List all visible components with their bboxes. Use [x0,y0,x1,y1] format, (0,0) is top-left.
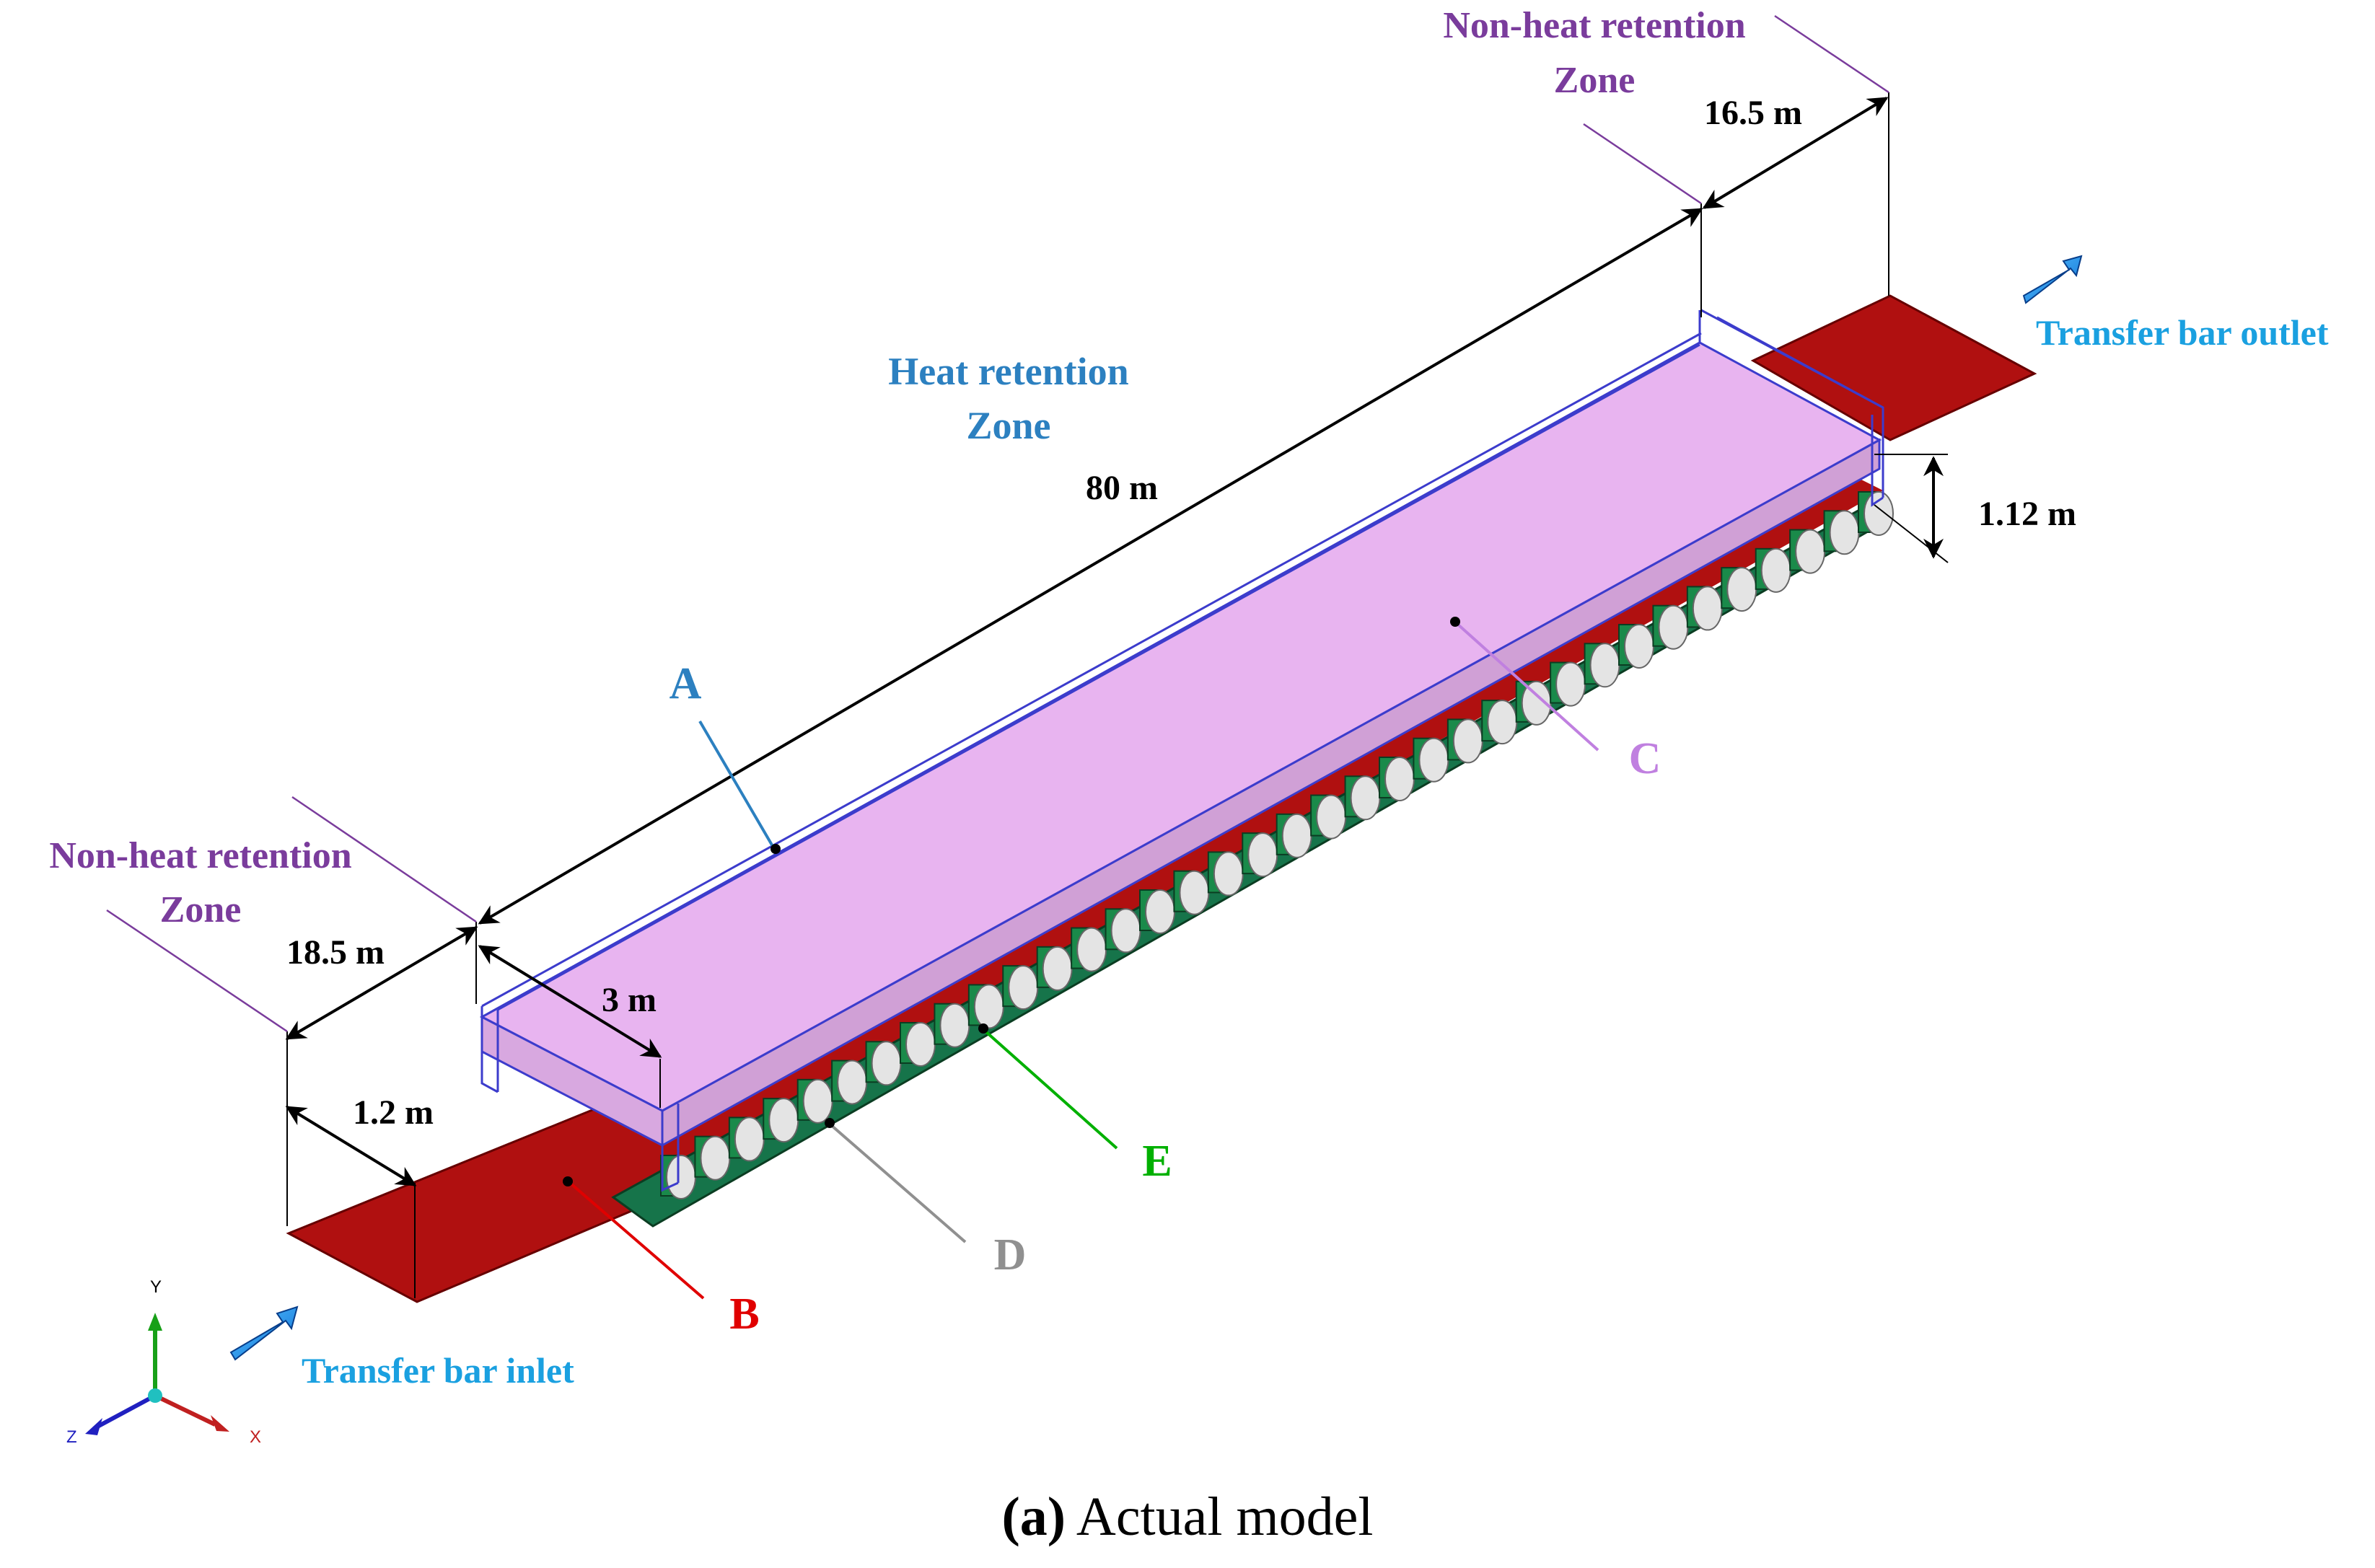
non-heat-zone-left-line1: Non-heat retention [49,835,351,876]
heat-zone-line1: Heat retention [888,350,1128,393]
roller [837,1060,868,1105]
roller [1008,965,1039,1010]
caption-tag: (a) [1002,1486,1066,1547]
transfer-bar-outlet-plate [1750,294,2037,441]
roller [802,1078,833,1124]
dim-line-16-5m [1702,97,1889,209]
dim-line-1-2m [285,1106,417,1186]
roller [1555,661,1586,707]
dimension-lines [285,97,1944,1186]
roller [1350,775,1381,821]
non-heat-zone-left-line2: Zone [160,889,242,930]
caption-text: Actual model [1066,1486,1373,1547]
axis-y-label: Y [150,1277,162,1297]
roller [1658,604,1689,650]
axis-triad: Y X Z [66,1277,261,1447]
roller [734,1116,765,1162]
cover-top-face [479,341,1882,1112]
roller [1692,586,1723,631]
roller [1145,889,1175,934]
roller [666,1155,696,1199]
roller [939,1003,970,1048]
leader-b [568,1181,705,1300]
flow-arrows [229,255,2083,1361]
leader-c [1456,622,1599,752]
roller [1452,718,1483,764]
roller [973,984,1004,1029]
cover-c [479,341,1882,1148]
figure-caption: (a) Actual model [1002,1486,1374,1547]
roller [1418,737,1449,783]
dimension-labels: 80 m 16.5 m 18.5 m 3 m 1.2 m 1.12 m [286,94,2076,1132]
part-label-b: B [729,1290,759,1339]
roller [1726,567,1757,612]
roller [768,1098,799,1143]
outlet-label: Transfer bar outlet [2036,312,2329,353]
heat-zone-line2: Zone [966,404,1050,447]
extension-lines [286,92,1949,1298]
roller [1589,643,1620,688]
roller [1281,813,1312,858]
non-heat-zone-top-line1: Non-heat retention [1443,5,1745,46]
leader-d [830,1124,967,1243]
dim-label-3m: 3 m [602,981,657,1019]
non-heat-zone-top-line2: Zone [1554,60,1636,101]
roller [1487,700,1518,745]
dim-label-16-5m: 16.5 m [1704,94,1802,132]
roller [1316,794,1347,840]
axis-x-label: X [250,1427,261,1447]
roller [1247,832,1278,878]
part-label-e: E [1142,1137,1172,1186]
part-label-c: C [1629,734,1661,783]
roller [1384,757,1415,801]
dim-line-18-5m [285,926,478,1040]
roller [1624,624,1654,669]
inlet-flow-arrow [229,1305,299,1361]
leader-a [698,720,775,849]
roller [1829,510,1860,555]
inlet-label: Transfer bar inlet [302,1350,574,1391]
axis-z-label: Z [66,1427,77,1447]
roller [905,1022,936,1067]
dim-line-80m [478,208,1703,925]
roller [1795,529,1826,574]
part-leader-lines [563,617,1599,1300]
roller [1110,908,1141,953]
roller [1213,851,1244,897]
roller [1179,870,1210,915]
dim-label-1-2m: 1.2 m [353,1093,434,1132]
dim-label-1-12m: 1.12 m [1978,495,2076,533]
roller [871,1041,902,1086]
part-labels: A B C D E [670,659,1661,1339]
transfer-bar-middle-strip [653,476,1883,1161]
dim-label-18-5m: 18.5 m [286,933,385,972]
zone-leader-lines [106,14,1889,1033]
roller [1863,491,1894,536]
leader-e [984,1030,1118,1150]
zone-labels: Non-heat retention Zone Non-heat retenti… [49,5,2329,1391]
part-label-d: D [994,1230,1027,1279]
roller [700,1135,731,1181]
part-label-a: A [670,659,702,708]
roller [1076,927,1107,972]
dim-label-80m: 80 m [1086,469,1158,507]
cover-side-face [661,438,1881,1148]
roller [1760,547,1791,593]
outlet-flow-arrow [2022,255,2083,304]
roller [1042,946,1073,991]
dim-line-3m [478,945,662,1058]
